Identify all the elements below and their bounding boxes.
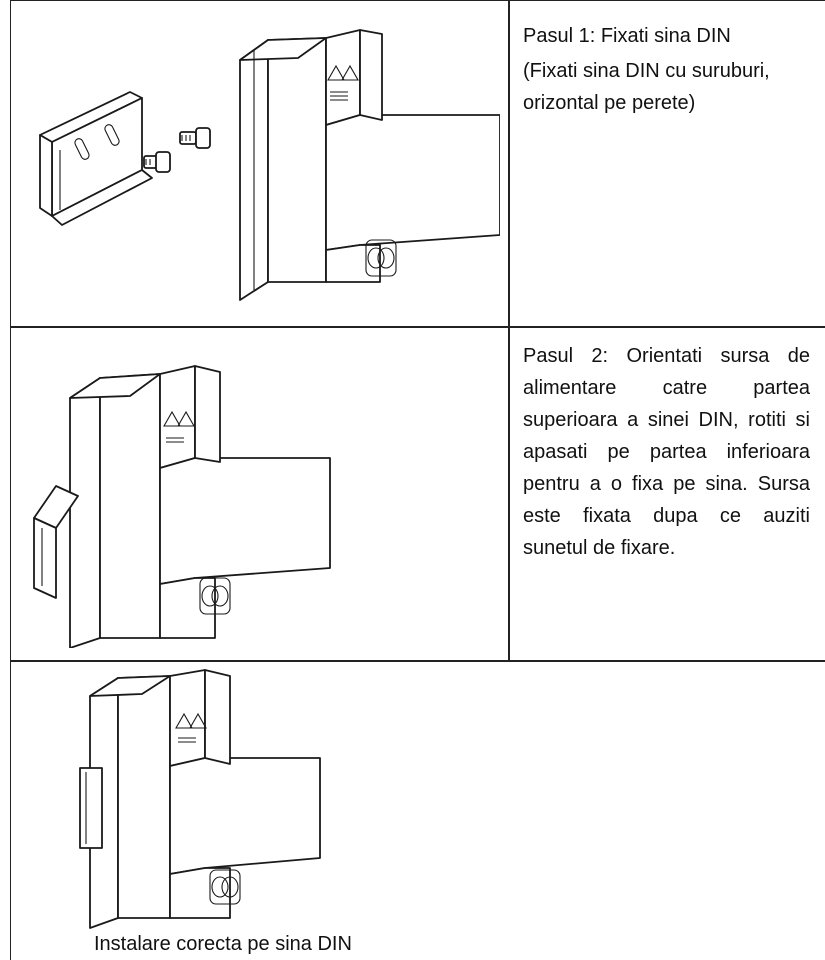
din-rail-icon: [33, 485, 79, 599]
power-supply-icon: [89, 669, 321, 929]
step2-illustration: [30, 338, 470, 648]
step1-title: Pasul 1: Fixati sina DIN: [523, 25, 731, 47]
step1-text: Pasul 1: Fixati sina DIN (Fixati sina DI…: [523, 20, 823, 119]
step1-illustration: [30, 20, 500, 310]
screw-icon: [143, 127, 211, 173]
din-rail-icon: [39, 91, 153, 226]
column-divider: [508, 1, 510, 661]
step2-text: Pasul 2: Orientati sursa de alimentare c…: [523, 345, 810, 559]
din-rail-icon: [79, 767, 103, 849]
power-supply-icon: [69, 365, 331, 648]
step1-note: (Fixati sina DIN cu suruburi, orizontal …: [523, 60, 770, 114]
final-illustration: [70, 668, 370, 930]
instruction-table: [10, 0, 825, 960]
final-caption: Instalare corecta pe sina DIN: [94, 933, 352, 955]
power-supply-icon: [239, 29, 500, 301]
row-divider-2: [11, 660, 825, 662]
row-divider-1: [11, 326, 825, 328]
